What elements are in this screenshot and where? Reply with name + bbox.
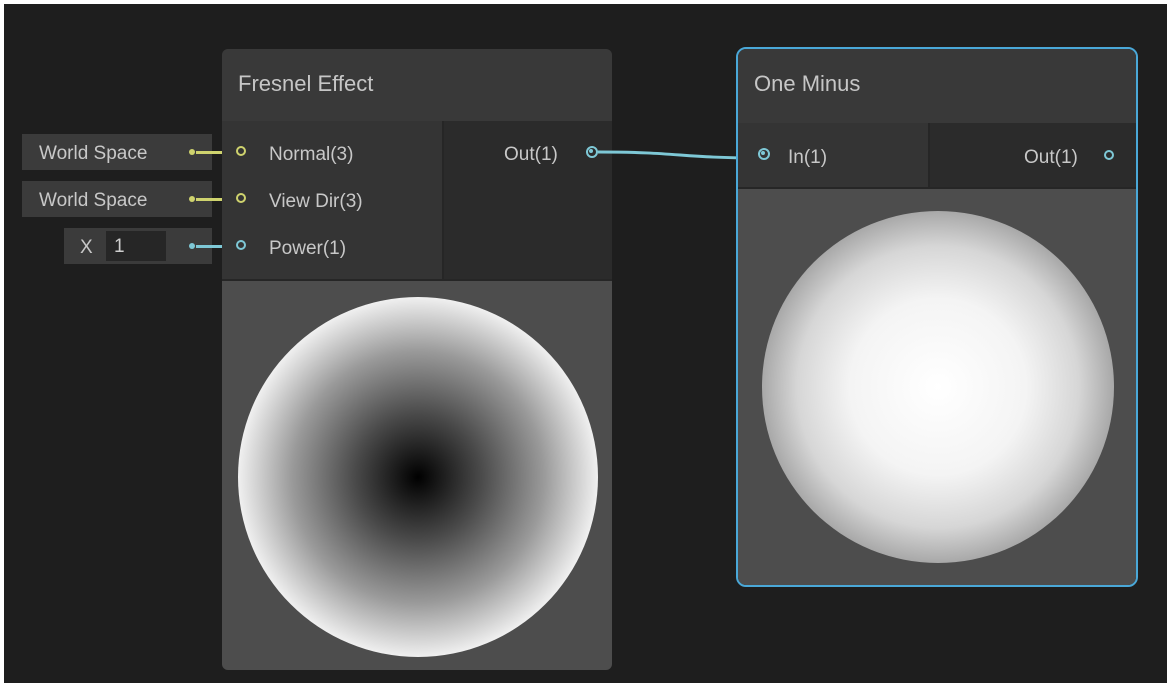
port-cyan-connected-icon[interactable] — [758, 148, 770, 160]
port-cyan-icon[interactable] — [236, 240, 246, 250]
one-minus-inputs-panel: In(1) — [738, 123, 928, 187]
fresnel-node-title: Fresnel Effect — [238, 71, 374, 96]
port-label-power: Power(1) — [269, 238, 347, 259]
port-label-out: Out(1) — [504, 144, 558, 165]
port-cyan-icon[interactable] — [1104, 150, 1114, 160]
power-value-input[interactable]: 1 — [106, 231, 166, 261]
port-yellow-icon[interactable] — [236, 146, 246, 156]
port-label-out: Out(1) — [1024, 147, 1078, 168]
normal-space-label: World Space — [39, 143, 148, 164]
port-yellow-icon — [189, 196, 195, 202]
fresnel-preview — [222, 281, 612, 670]
fresnel-outputs-panel: Out(1) — [444, 121, 612, 279]
normal-wire — [196, 151, 236, 154]
power-value-text: 1 — [114, 236, 125, 257]
port-cyan-icon — [189, 243, 195, 249]
power-axis-label: X — [80, 237, 93, 258]
port-yellow-icon[interactable] — [236, 193, 246, 203]
one-minus-preview-sphere — [762, 211, 1114, 563]
one-minus-node[interactable]: One Minus In(1) Out(1) — [736, 47, 1138, 587]
view-dir-space-label: World Space — [39, 190, 148, 211]
fresnel-preview-sphere — [238, 297, 598, 657]
normal-space-dropdown[interactable]: World Space — [22, 134, 212, 170]
one-minus-node-header[interactable]: One Minus — [738, 49, 1136, 123]
fresnel-effect-node[interactable]: Fresnel Effect Normal(3) View Dir(3) Pow… — [222, 49, 612, 670]
fresnel-inputs-panel: Normal(3) View Dir(3) Power(1) — [222, 121, 442, 279]
fresnel-node-header[interactable]: Fresnel Effect — [222, 49, 612, 121]
power-wire — [196, 245, 236, 248]
port-label-view-dir: View Dir(3) — [269, 191, 363, 212]
one-minus-node-title: One Minus — [754, 71, 861, 96]
one-minus-preview — [738, 189, 1136, 585]
port-label-in: In(1) — [788, 147, 828, 168]
one-minus-outputs-panel: Out(1) — [930, 123, 1136, 187]
port-yellow-icon — [189, 149, 195, 155]
power-input-field: X 1 — [64, 228, 212, 264]
port-label-normal: Normal(3) — [269, 144, 354, 165]
view-dir-wire — [196, 198, 236, 201]
port-cyan-connected-icon[interactable] — [586, 146, 598, 158]
view-dir-space-dropdown[interactable]: World Space — [22, 181, 212, 217]
